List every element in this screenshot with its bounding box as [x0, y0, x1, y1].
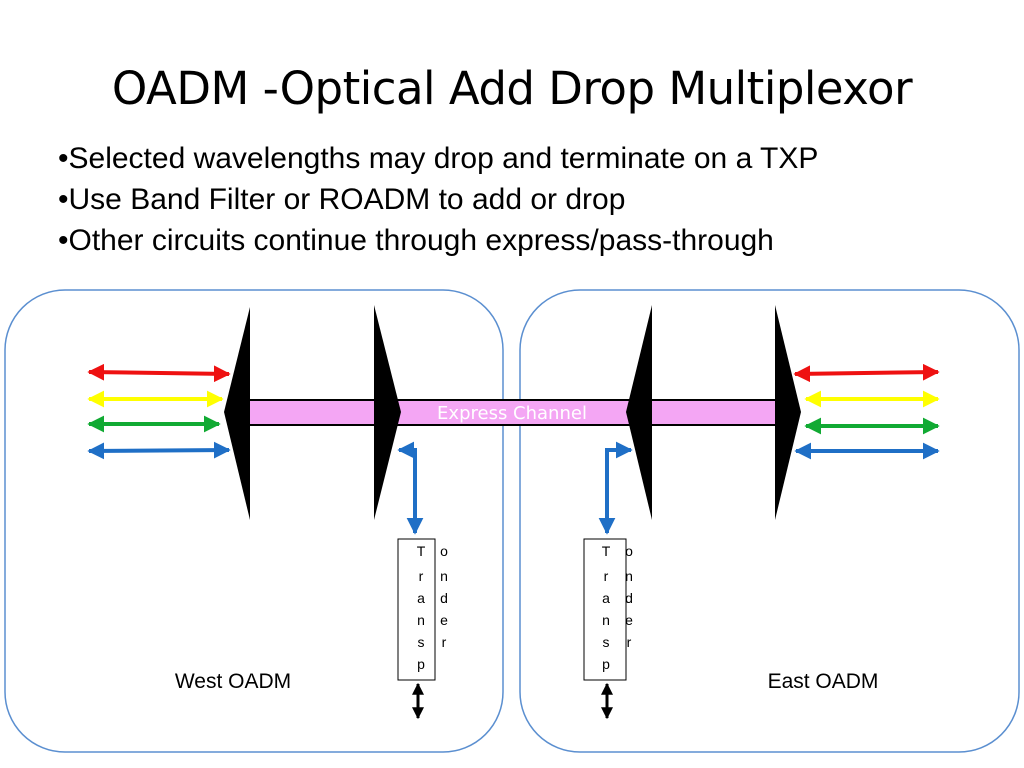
west-transponder-label: T r a n s p o n d e r [417, 543, 448, 672]
east-red-wavelength-arrow [793, 363, 940, 383]
transponder-letter: s [418, 634, 425, 650]
bullet-list: •Selected wavelengths may drop and termi… [58, 138, 818, 261]
east-drop-arrow [598, 441, 633, 535]
west-mux-filter [224, 307, 250, 520]
transponder-letter: p [417, 656, 425, 672]
west-blue-wavelength-arrow [87, 441, 231, 460]
slide-title: OADM -Optical Add Drop Multiplexor [111, 62, 913, 115]
transponder-letter: a [417, 590, 425, 606]
transponder-letter: n [625, 568, 633, 584]
transponder-letter: T [602, 543, 611, 559]
transponder-letter: T [417, 543, 426, 559]
transponder-letter: d [440, 590, 448, 606]
east-drop-filter [626, 305, 652, 520]
transponder-letter: r [604, 568, 609, 584]
transponder-letter: s [603, 634, 610, 650]
transponder-letter: r [627, 634, 632, 650]
transponder-letter: p [602, 656, 610, 672]
express-channel-label: Express Channel [437, 403, 587, 424]
east-mux-filter [775, 305, 801, 520]
west-drop-filter [374, 305, 401, 520]
east-oadm-label: East OADM [768, 670, 879, 693]
east-transponder-label: T r a n s p o n d e r [602, 543, 633, 672]
transponder-letter: a [602, 590, 610, 606]
west-transponder-box [397, 538, 436, 681]
transponder-letter: o [440, 543, 448, 559]
west-red-wavelength-arrow [87, 363, 231, 383]
transponder-letter: e [440, 612, 448, 628]
east-transponder-box [583, 538, 627, 681]
bullet-item: •Use Band Filter or ROADM to add or drop [58, 183, 626, 216]
bullet-item: •Selected wavelengths may drop and termi… [58, 142, 819, 175]
transponder-letter: r [442, 634, 447, 650]
west-drop-arrow [397, 441, 424, 535]
bullet-item: •Other circuits continue through express… [58, 224, 774, 257]
transponder-letter: n [602, 612, 610, 628]
transponder-letter: n [440, 568, 448, 584]
transponder-letter: r [419, 568, 424, 584]
transponder-letter: o [625, 543, 633, 559]
transponder-letter: e [625, 612, 633, 628]
transponder-letter: n [417, 612, 425, 628]
transponder-letter: d [625, 590, 633, 606]
west-oadm-label: West OADM [175, 670, 291, 693]
